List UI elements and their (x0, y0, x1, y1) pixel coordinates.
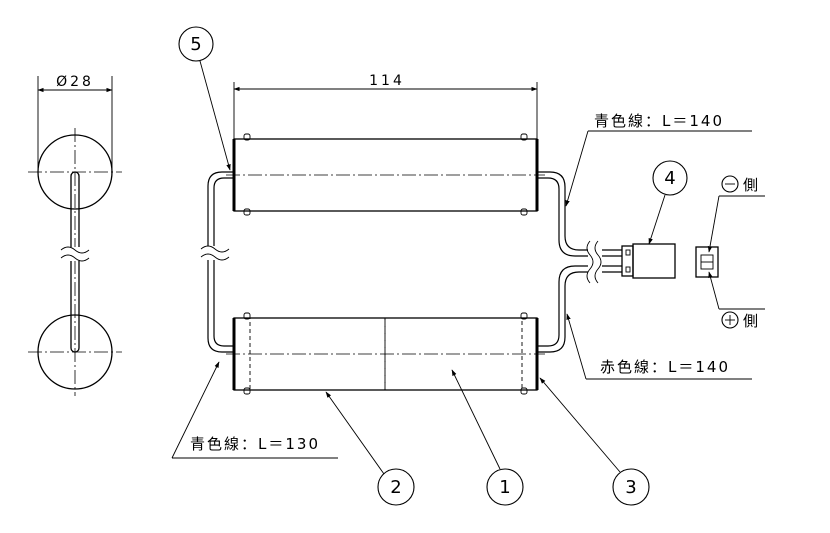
red-wire-leader (566, 313, 587, 380)
balloon-2-group: 2 (325, 391, 415, 506)
inner-cell-right (384, 317, 523, 391)
blue-wire-outer (537, 171, 622, 251)
balloon-5-label: 5 (190, 34, 201, 55)
left-break-mark-upper (200, 245, 230, 253)
connector (621, 243, 676, 279)
top-cell-mark (520, 133, 528, 141)
blue-wire-leader (565, 130, 589, 207)
balloon-3-group: 3 (539, 377, 650, 506)
balloon-3-label: 3 (625, 477, 636, 498)
length-label: 114 (369, 73, 405, 89)
bottom-cell-mark (243, 387, 251, 395)
break-mark-upper (60, 246, 90, 254)
length-dimension: 114 (233, 73, 538, 140)
top-cell-mark (520, 208, 528, 216)
polarity-negative: 側 (707, 175, 765, 253)
balloon-4-leader (648, 194, 666, 245)
balloon-4-label: 4 (664, 168, 675, 189)
bottom-cell-mark (520, 312, 528, 320)
balloon-3 (612, 468, 650, 506)
top-cell-mark (243, 208, 251, 216)
balloon-5-leader (199, 60, 231, 171)
blue-wire-label-top: 青色線：L＝140 (594, 112, 724, 130)
connector-housing (632, 243, 676, 279)
connector-collar (621, 245, 634, 277)
positive-side-label: 側 (743, 312, 760, 330)
blue-wire-bottom-leader (171, 361, 220, 459)
right-break-mark-left (586, 240, 594, 284)
wire-label-top-right: 青色線：L＝140 (565, 112, 752, 207)
balloon-2 (377, 468, 415, 506)
balloon-4 (652, 160, 688, 196)
left-wires (200, 171, 234, 353)
balloon-2-label: 2 (390, 477, 401, 498)
right-break-mark-right (594, 240, 602, 284)
top-cell-mark (243, 133, 251, 141)
connector-pin (625, 266, 631, 273)
mating-connector-body (695, 246, 719, 278)
balloon-5-group: 5 (178, 26, 231, 171)
left-wire-inner (213, 177, 234, 347)
polarity-positive: 側 (708, 271, 765, 330)
connecting-strip (70, 171, 80, 353)
balloon-1-leader (451, 369, 501, 470)
wire-label-bottom-right: 赤色線：L＝140 (566, 313, 752, 380)
balloon-3-leader (539, 377, 621, 473)
negative-leader (707, 195, 720, 253)
negative-side-label: 側 (743, 176, 760, 194)
connector-pin (625, 249, 631, 256)
break-mark-lower (60, 254, 90, 262)
red-wire-inner (537, 265, 622, 347)
red-wire-label: 赤色線：L＝140 (600, 358, 730, 376)
balloon-1 (486, 468, 524, 506)
end-view: Ø28 (28, 74, 122, 396)
wire-label-bottom-left: 青色線：L＝130 (171, 361, 338, 459)
right-wires (537, 171, 622, 353)
balloon-1-label: 1 (499, 477, 510, 498)
bottom-cell-mark (520, 387, 528, 395)
positive-leader (708, 271, 720, 310)
left-wire-outer (207, 171, 234, 353)
red-wire-outer (537, 271, 622, 353)
blue-wire-inner (537, 177, 622, 257)
balloon-4-group: 4 (648, 160, 688, 245)
top-cell (226, 133, 545, 216)
balloon-5 (178, 26, 214, 62)
blue-wire-label-bottom: 青色線：L＝130 (190, 435, 320, 453)
mating-connector (695, 246, 719, 278)
balloon-1-group: 1 (451, 369, 524, 506)
left-break-mark-lower (200, 253, 230, 261)
balloon-2-leader (325, 391, 385, 475)
bottom-cell (226, 312, 545, 395)
diameter-label: Ø28 (56, 74, 94, 90)
bottom-cell-mark (243, 312, 251, 320)
